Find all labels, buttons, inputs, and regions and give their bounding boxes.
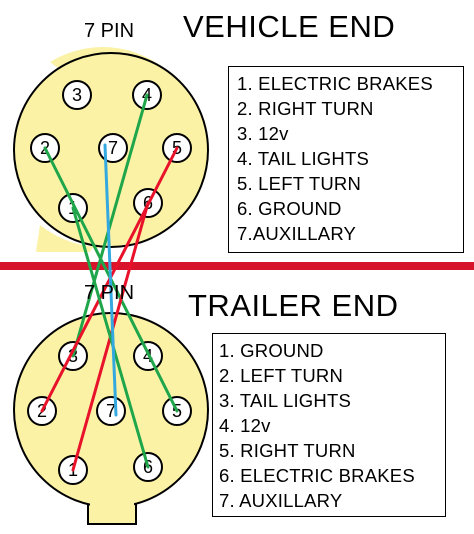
vehicle-legend-item: 4. TAIL LIGHTS <box>237 148 370 169</box>
vehicle-legend: 1. ELECTRIC BRAKES 2. RIGHT TURN 3. 12v … <box>228 66 464 253</box>
vehicle-pin-3: 3 <box>62 80 92 110</box>
vehicle-legend-item: 6. GROUND <box>237 198 342 219</box>
trailer-heading: TRAILER END <box>188 288 398 323</box>
trailer-pin-label: 7 PIN <box>84 282 134 304</box>
vehicle-pin-label: 7 PIN <box>84 20 134 42</box>
vehicle-heading: VEHICLE END <box>183 9 395 44</box>
vehicle-legend-item: 2. RIGHT TURN <box>237 98 374 119</box>
trailer-legend-item: 4. 12v <box>219 415 271 436</box>
wires <box>40 93 179 472</box>
trailer-legend-item: 1. GROUND <box>219 340 324 361</box>
divider-line <box>0 262 474 270</box>
wire-green-brakes <box>71 206 150 469</box>
vehicle-pin-7: 7 <box>98 133 128 163</box>
trailer-legend-item: 6. ELECTRIC BRAKES <box>219 465 415 486</box>
trailer-pin-7: 7 <box>96 396 126 426</box>
vehicle-legend-item: 1. ELECTRIC BRAKES <box>237 73 433 94</box>
trailer-legend-item: 3. TAIL LIGHTS <box>219 390 352 411</box>
trailer-legend-item: 2. LEFT TURN <box>219 365 344 386</box>
vehicle-legend-item: 7.AUXILLARY <box>237 223 357 244</box>
wire-green-tail-lights <box>71 93 149 358</box>
trailer-legend-item: 7. AUXILLARY <box>219 490 343 511</box>
trailer-legend-item: 5. RIGHT TURN <box>219 440 356 461</box>
vehicle-legend-item: 3. 12v <box>237 123 289 144</box>
svg-text:7: 7 <box>108 138 118 158</box>
svg-text:3: 3 <box>72 85 82 105</box>
vehicle-legend-item: 5. LEFT TURN <box>237 173 362 194</box>
svg-text:7: 7 <box>106 401 116 421</box>
trailer-legend: 1. GROUND 2. LEFT TURN 3. TAIL LIGHTS 4.… <box>212 333 446 517</box>
wire-blue-auxillary <box>103 143 118 417</box>
